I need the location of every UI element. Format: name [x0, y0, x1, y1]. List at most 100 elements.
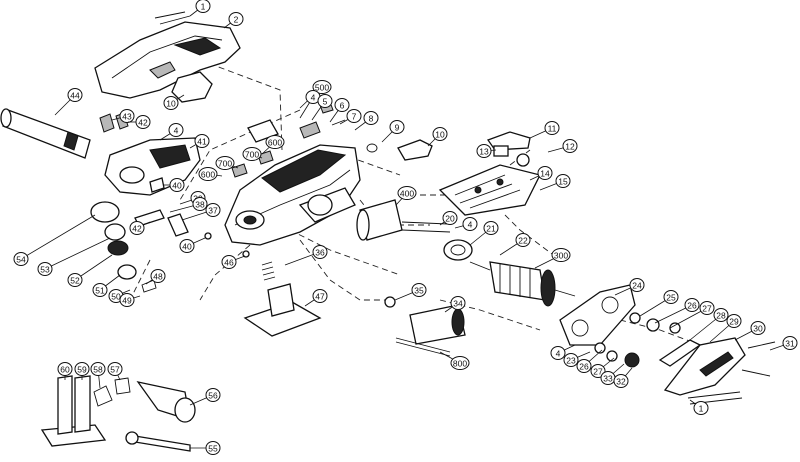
- callout-bubble: [750, 321, 766, 335]
- callout-number: 27: [593, 367, 603, 377]
- callout-number: 56: [208, 391, 218, 401]
- callout-40: 40: [163, 178, 185, 192]
- callout-bubble: [699, 301, 715, 315]
- callout-number: 20: [445, 214, 455, 224]
- callout-number: 40: [172, 181, 182, 191]
- callout-700: 700: [215, 156, 239, 170]
- callout-bubble: [221, 255, 237, 269]
- callout-36: 36: [284, 245, 328, 266]
- callout-59: 59: [74, 362, 90, 380]
- callout-number: 13: [479, 147, 489, 157]
- callout-bubble: [90, 362, 106, 376]
- callout-bubble: [169, 178, 185, 192]
- callout-bubble: [192, 197, 208, 211]
- callout-400: 400: [395, 186, 417, 206]
- callout-number: 15: [558, 177, 568, 187]
- callout-bubble: [119, 109, 135, 123]
- callout-number: 41: [197, 137, 207, 147]
- callout-bubble: [483, 221, 499, 235]
- callout-number: 54: [16, 255, 26, 265]
- callout-55: 55: [190, 441, 221, 455]
- callout-bubble: [107, 362, 123, 376]
- callout-bubble: [37, 262, 53, 276]
- callout-bubble: [563, 353, 579, 367]
- callout-leader-line: [74, 254, 113, 281]
- cutter-drum-part: [384, 296, 466, 357]
- callout-number: 400: [400, 189, 414, 199]
- motor-armature-part: [469, 261, 576, 307]
- callout-number: 9: [395, 123, 400, 133]
- callout-4: 4: [454, 217, 478, 231]
- callout-11: 11: [529, 121, 560, 139]
- depth-knob-part: [90, 201, 137, 280]
- callout-29: 29: [709, 314, 742, 343]
- callout-bubble: [363, 111, 379, 125]
- callout-34: 34: [444, 296, 466, 313]
- callout-number: 42: [138, 118, 148, 128]
- callout-9: 9: [381, 120, 405, 143]
- main-body-housing: [224, 144, 361, 246]
- callout-number: 48: [153, 272, 163, 282]
- callout-number: 5: [323, 97, 328, 107]
- base-plate-part: [438, 131, 541, 216]
- callout-bubble: [476, 144, 492, 158]
- callout-number: 35: [414, 286, 424, 296]
- callout-800: 800: [439, 351, 470, 370]
- callout-37: 37: [181, 203, 221, 221]
- callout-number: 52: [70, 276, 80, 286]
- rear-shoe-part: [243, 261, 322, 337]
- callout-number: 700: [245, 150, 259, 160]
- callout-bubble: [67, 273, 83, 287]
- callout-number: 46: [224, 258, 234, 268]
- callout-number: 27: [702, 304, 712, 314]
- callout-number: 1: [201, 2, 206, 12]
- callout-bubble: [411, 283, 427, 297]
- callout-number: 28: [716, 311, 726, 321]
- callout-56: 56: [189, 388, 221, 406]
- callout-bubble: [576, 359, 592, 373]
- callout-60: 60: [57, 362, 73, 380]
- callout-number: 26: [687, 301, 697, 311]
- callout-bubble: [198, 167, 218, 181]
- drive-belt-part: [658, 339, 702, 367]
- callout-number: 51: [95, 286, 105, 296]
- callout-bubble: [515, 233, 531, 247]
- callout-bubble: [135, 115, 151, 129]
- cable-plug-part: [366, 139, 433, 161]
- callout-38: 38: [169, 197, 208, 213]
- callout-bubble: [544, 121, 560, 135]
- callout-bubble: [432, 127, 448, 141]
- callout-10: 10: [163, 94, 185, 110]
- callout-43: 43: [111, 109, 135, 123]
- callout-number: 4: [556, 349, 561, 359]
- callout-25: 25: [639, 290, 679, 317]
- callout-number: 43: [122, 112, 132, 122]
- callout-bubble: [713, 308, 729, 322]
- small-hardware-parts: [134, 177, 250, 293]
- callout-bubble: [74, 362, 90, 376]
- callout-600: 600: [198, 167, 223, 181]
- callout-bubble: [194, 134, 210, 148]
- callout-32: 32: [613, 367, 633, 388]
- callout-bubble: [179, 239, 195, 253]
- wrench-part: [125, 431, 191, 452]
- callout-bubble: [551, 248, 571, 262]
- callout-number: 6: [340, 101, 345, 111]
- callout-number: 49: [122, 296, 132, 306]
- dust-nozzle-part: [136, 381, 196, 423]
- parallel-guide-part: [40, 375, 131, 447]
- callout-bubble: [13, 252, 29, 266]
- callout-number: 11: [548, 124, 557, 134]
- callout-27: 27: [590, 357, 615, 378]
- callout-600: 600: [261, 135, 285, 155]
- callout-26: 26: [576, 349, 603, 373]
- callout-bubble: [317, 94, 333, 108]
- callout-number: 500: [315, 83, 329, 93]
- callout-number: 10: [435, 130, 445, 140]
- callout-bubble: [205, 203, 221, 217]
- callout-57: 57: [107, 362, 123, 381]
- callout-bubble: [537, 166, 553, 180]
- callout-number: 32: [616, 377, 626, 387]
- callout-number: 22: [518, 236, 528, 246]
